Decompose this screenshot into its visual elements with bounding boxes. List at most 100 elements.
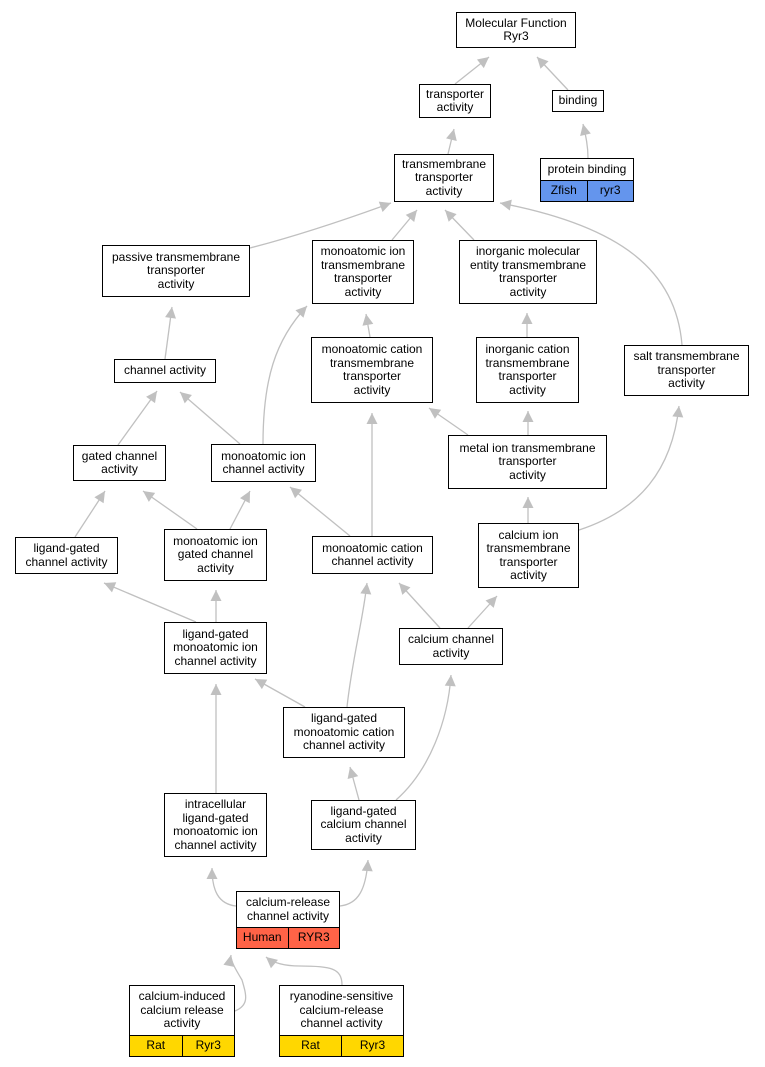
go-term-label: ligand-gated channel activity [25, 541, 108, 569]
go-term-monoatomic-ion-transmembrane[interactable]: monoatomic ion transmembrane transporter… [312, 240, 414, 304]
gene-tag: RYR3 [287, 928, 340, 948]
go-term-label: metal ion transmembrane transporter acti… [459, 440, 596, 482]
go-term-label: calcium ion transmembrane transporter ac… [486, 527, 571, 582]
go-term-label: passive transmembrane transporter activi… [111, 249, 241, 291]
edge-transmembrane_transporter-to-transporter_activity [446, 128, 457, 155]
go-term-label: Molecular Function Ryr3 [465, 15, 567, 43]
go-term-inorganic-molecular-entity[interactable]: inorganic molecular entity transmembrane… [459, 240, 597, 304]
go-term-label: binding [558, 93, 598, 108]
edge-ligand_gated_calcium-to-calcium_channel [395, 674, 456, 801]
species-tag: Rat [146, 1038, 166, 1053]
edge-monoatomic_ion_gated_channel-to-monoatomic_ion_channel [229, 490, 251, 530]
go-term-label: calcium-release channel activity [245, 895, 331, 923]
edge-monoatomic_ion_channel-to-monoatomic_ion_transmembrane [262, 305, 308, 445]
go-term-label: calcium-induced calcium release activity [138, 989, 226, 1031]
go-term-calcium-induced-release[interactable]: calcium-induced calcium release activity… [129, 985, 235, 1057]
edge-ryanodine_sensitive-to-calcium_release_channel [265, 956, 343, 986]
go-term-label: inorganic cation transmembrane transport… [485, 342, 570, 397]
go-term-label: ryanodine-sensitive calcium-release chan… [289, 989, 394, 1031]
go-term-inorganic-cation-transmembrane[interactable]: inorganic cation transmembrane transport… [476, 337, 579, 403]
go-term-metal-ion-transmembrane[interactable]: metal ion transmembrane transporter acti… [448, 435, 607, 489]
go-term-label: ligand-gated calcium channel activity [320, 803, 407, 845]
edge-inorganic_cation_transmembrane-to-inorganic_molecular_entity [521, 313, 533, 337]
go-term-label: transmembrane transporter activity [401, 156, 487, 198]
edge-calcium_channel-to-monoatomic_cation_channel [398, 582, 441, 629]
go-term-label: intracellular ligand-gated monoatomic io… [173, 797, 258, 852]
edge-calcium_release_channel-to-ligand_gated_calcium [339, 859, 373, 907]
go-term-passive-transmembrane[interactable]: passive transmembrane transporter activi… [102, 245, 250, 297]
go-term-label: protein binding [547, 161, 627, 176]
edge-ligand_gated_monoatomic_cation-to-ligand_gated_monoatomic_ion [254, 678, 306, 708]
gene-tag: Ryr3 [181, 1036, 235, 1056]
edge-calcium_release_channel-to-intracellular_ligand_gated [206, 867, 237, 907]
edge-monoatomic_cation_channel-to-monoatomic_ion_channel [289, 486, 351, 537]
edge-monoatomic_cation_transmembrane-to-monoatomic_ion_transmembrane [362, 313, 374, 338]
go-term-channel-activity[interactable]: channel activity [114, 359, 216, 383]
go-term-label: monoatomic ion channel activity [221, 448, 306, 476]
go-term-ligand-gated-channel[interactable]: ligand-gated channel activity [15, 537, 118, 574]
edge-ligand_gated_monoatomic_ion-to-ligand_gated_channel [103, 582, 197, 623]
species-tag: Human [242, 930, 282, 945]
go-term-monoatomic-ion-channel[interactable]: monoatomic ion channel activity [211, 444, 316, 482]
go-term-ligand-gated-monoatomic-ion[interactable]: ligand-gated monoatomic ion channel acti… [164, 622, 267, 674]
edge-monoatomic_ion_gated_channel-to-gated_channel [142, 490, 198, 530]
edge-monoatomic_cation_channel-to-monoatomic_cation_transmembrane [366, 413, 378, 536]
go-term-label: calcium channel activity [407, 632, 495, 660]
go-term-label: monoatomic cation channel activity [322, 540, 423, 568]
edge-ligand_gated_monoatomic_ion-to-monoatomic_ion_gated_channel [210, 590, 222, 622]
annotation-row: Rat Ryr3 [280, 1035, 403, 1056]
go-term-salt-transmembrane[interactable]: salt transmembrane transporter activity [624, 345, 749, 396]
annotation-row: Zfish ryr3 [541, 180, 633, 201]
go-term-label: salt transmembrane transporter activity [633, 349, 740, 391]
go-term-ryanodine-sensitive[interactable]: ryanodine-sensitive calcium-release chan… [279, 985, 404, 1057]
edge-monoatomic_ion_channel-to-channel_activity [179, 391, 241, 445]
edge-calcium_induced_release-to-calcium_release_channel [223, 954, 247, 1012]
edge-ligand_gated_channel-to-gated_channel [74, 490, 106, 538]
annotation-row: Rat Ryr3 [130, 1035, 234, 1056]
edge-transporter_activity-to-molecular_function [454, 56, 490, 85]
edge-metal_ion_transmembrane-to-inorganic_cation_transmembrane [522, 411, 534, 435]
go-term-intracellular-ligand-gated[interactable]: intracellular ligand-gated monoatomic io… [164, 793, 267, 857]
edge-calcium_ion_transmembrane-to-metal_ion_transmembrane [522, 497, 534, 523]
go-term-label: transporter activity [425, 86, 485, 114]
species-tag: Rat [301, 1038, 320, 1053]
species-tag: Zfish [550, 183, 577, 198]
edge-monoatomic_ion_transmembrane-to-transmembrane_transporter [391, 209, 418, 241]
go-term-transmembrane-transporter[interactable]: transmembrane transporter activity [394, 154, 494, 202]
edge-ligand_gated_monoatomic_cation-to-monoatomic_cation_channel [346, 582, 372, 708]
go-term-monoatomic-cation-channel[interactable]: monoatomic cation channel activity [312, 536, 433, 574]
go-term-label: inorganic molecular entity transmembrane… [469, 244, 587, 299]
edge-channel_activity-to-passive_transmembrane [164, 306, 176, 360]
gene-tag: ryr3 [586, 181, 634, 201]
go-term-transporter-activity[interactable]: transporter activity [419, 84, 491, 118]
go-term-monoatomic-ion-gated-channel[interactable]: monoatomic ion gated channel activity [164, 529, 267, 581]
edge-calcium_channel-to-calcium_ion_transmembrane [467, 595, 498, 629]
go-term-ligand-gated-calcium[interactable]: ligand-gated calcium channel activity [311, 800, 416, 850]
edge-gated_channel-to-channel_activity [117, 390, 158, 446]
go-term-calcium-channel[interactable]: calcium channel activity [399, 628, 503, 665]
edge-passive_transmembrane-to-transmembrane_transporter [249, 201, 392, 249]
go-term-calcium-ion-transmembrane[interactable]: calcium ion transmembrane transporter ac… [478, 523, 579, 588]
go-term-monoatomic-cation-transmembrane[interactable]: monoatomic cation transmembrane transpor… [311, 337, 433, 403]
annotation-row: Human RYR3 [237, 927, 339, 948]
edge-binding-to-molecular_function [536, 56, 569, 91]
go-term-label: channel activity [123, 363, 207, 378]
edge-intracellular_ligand_gated-to-ligand_gated_monoatomic_ion [210, 684, 222, 793]
gene-tag: Ryr3 [341, 1036, 403, 1056]
go-term-binding[interactable]: binding [552, 90, 604, 112]
edge-salt_transmembrane-to-transmembrane_transporter [499, 199, 683, 346]
go-term-label: ligand-gated monoatomic ion channel acti… [173, 626, 258, 668]
edge-inorganic_molecular_entity-to-transmembrane_transporter [444, 209, 475, 241]
edge-protein_binding-to-binding [580, 123, 591, 159]
go-term-ligand-gated-monoatomic-cation[interactable]: ligand-gated monoatomic cation channel a… [283, 707, 405, 758]
go-term-label: gated channel activity [81, 448, 158, 476]
go-term-label: monoatomic ion gated channel activity [173, 533, 258, 575]
edge-calcium_ion_transmembrane-to-salt_transmembrane [578, 405, 684, 531]
go-term-gated-channel[interactable]: gated channel activity [73, 445, 166, 481]
go-term-label: monoatomic ion transmembrane transporter… [320, 244, 406, 299]
go-term-label: ligand-gated monoatomic cation channel a… [293, 711, 395, 753]
go-term-molecular-function[interactable]: Molecular Function Ryr3 [456, 12, 576, 48]
